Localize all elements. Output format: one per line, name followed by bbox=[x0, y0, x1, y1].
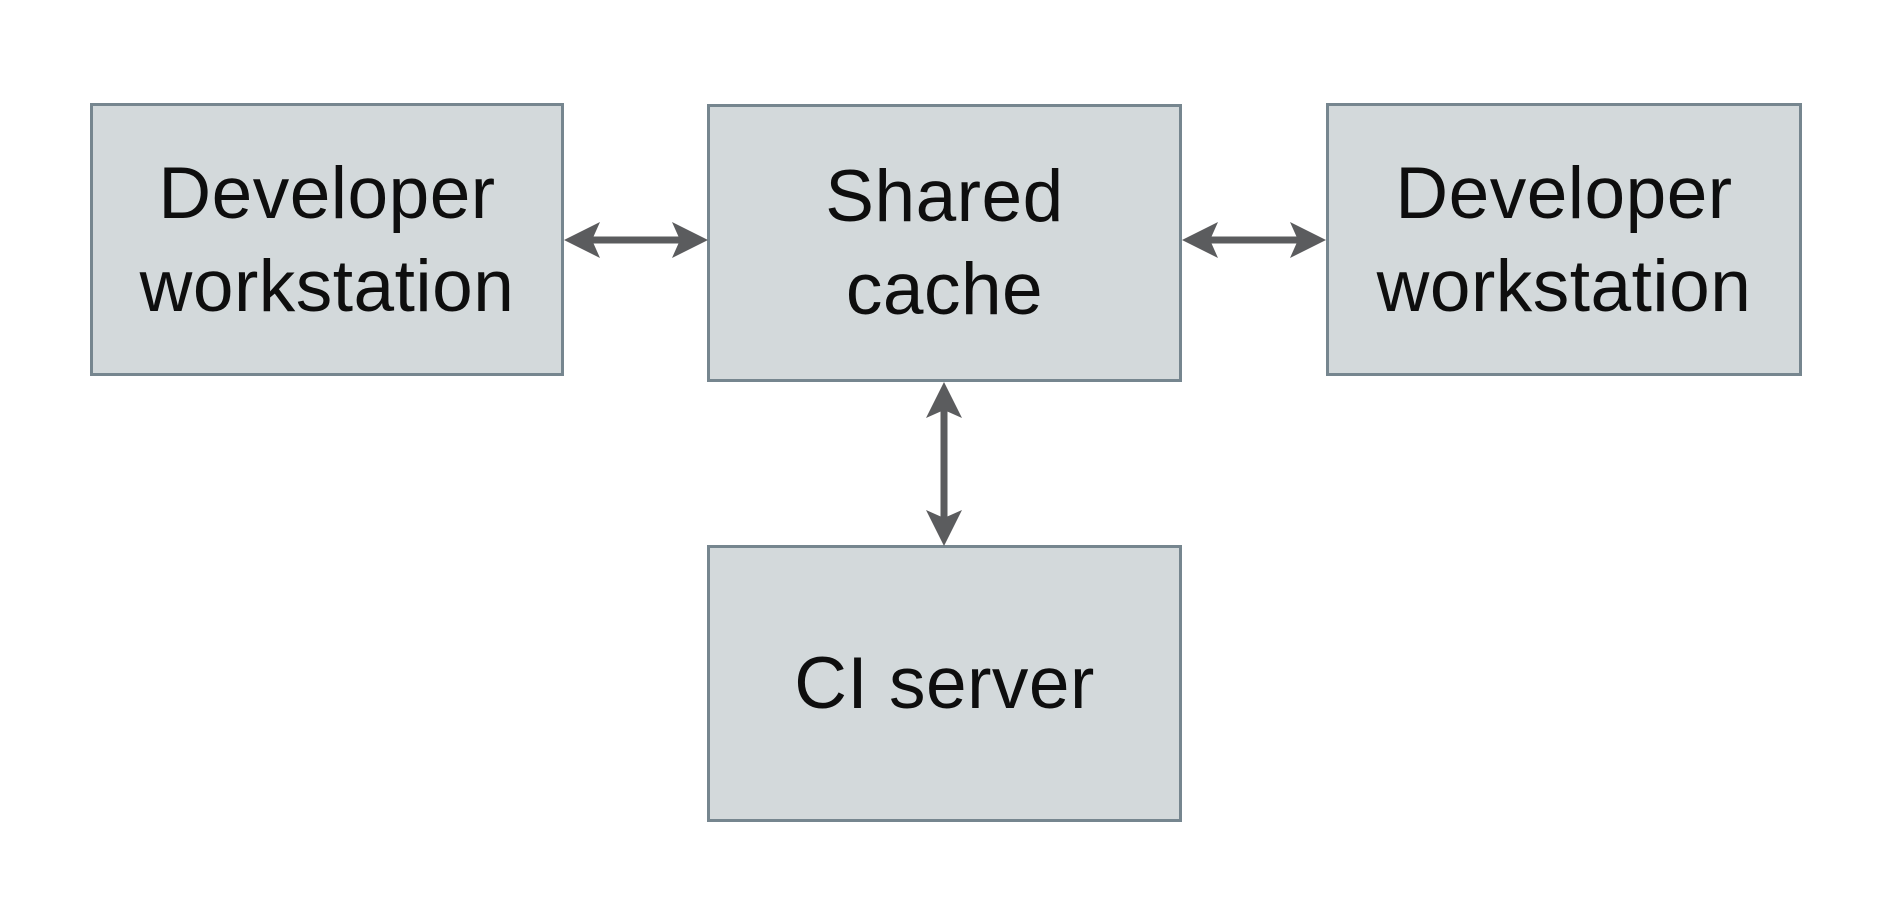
node-label: workstation bbox=[139, 245, 515, 327]
bidirectional-arrow-icon bbox=[1180, 212, 1328, 268]
node-label: Shared bbox=[825, 156, 1064, 237]
node-label: Developer bbox=[158, 152, 496, 234]
node-label: cache bbox=[845, 249, 1044, 330]
node-ci-server: CI server bbox=[707, 545, 1182, 822]
node-developer-workstation-right: Developer workstation bbox=[1326, 103, 1802, 376]
node-shared-cache: Shared cache bbox=[707, 104, 1182, 382]
node-label: workstation bbox=[1376, 245, 1752, 327]
node-label: CI server bbox=[794, 643, 1095, 724]
node-label: Developer bbox=[1395, 152, 1733, 234]
bidirectional-arrow-icon bbox=[562, 212, 710, 268]
node-developer-workstation-left: Developer workstation bbox=[90, 103, 564, 376]
bidirectional-arrow-icon bbox=[916, 380, 972, 548]
